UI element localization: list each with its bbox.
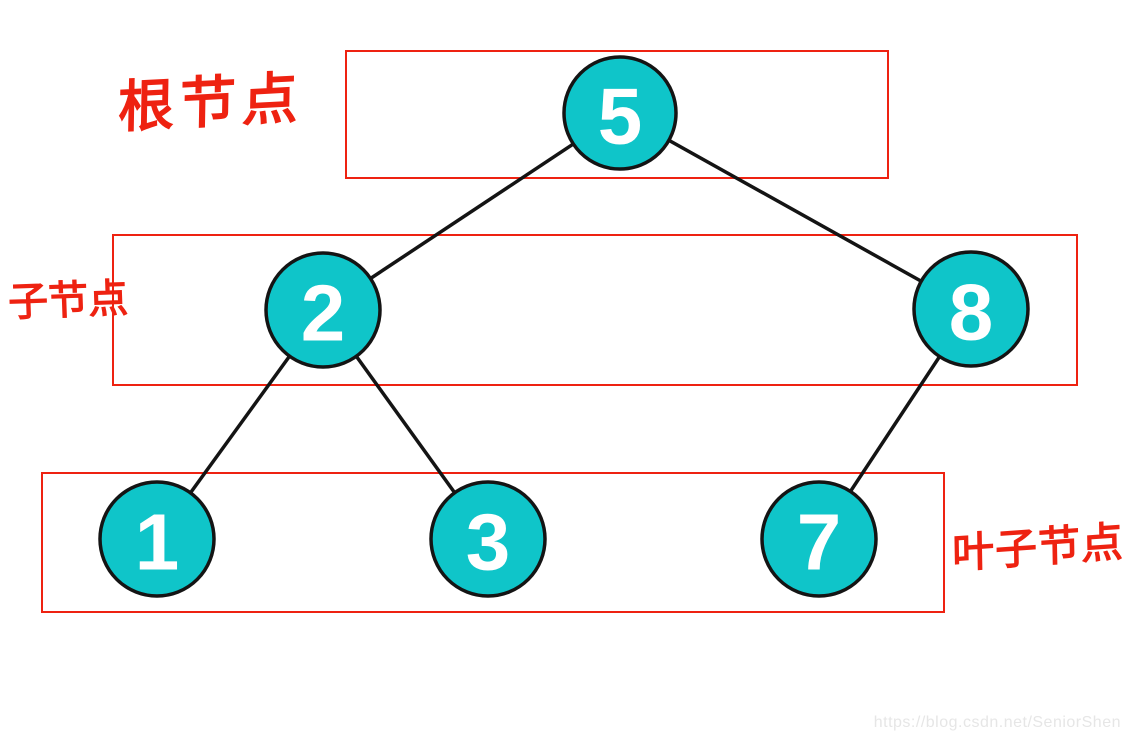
tree-node-1-circle (98, 480, 216, 598)
tree-edge-5-2 (322, 111, 621, 312)
tree-node-1-label: 1 (135, 498, 180, 587)
tree-node-5-circle (562, 55, 678, 171)
tree-node-2-label: 2 (301, 269, 346, 358)
tree-node-2-circle (264, 251, 382, 369)
tree-node-5-label: 5 (598, 72, 643, 161)
level-box-leaf-level (41, 472, 945, 613)
tree-node-7-label: 7 (797, 498, 842, 587)
tree-node-3-circle (429, 480, 547, 598)
level-box-root-level (345, 50, 889, 179)
tree-node-3-label: 3 (466, 498, 511, 587)
tree-node-8-circle (912, 250, 1030, 368)
tree-node-8-label: 8 (949, 268, 994, 357)
level-box-child-level (112, 234, 1078, 386)
watermark-url: https://blog.csdn.net/SeniorShen (873, 714, 1121, 731)
tree-node-7-circle (760, 480, 878, 598)
tree-edge-5-8 (619, 111, 972, 311)
